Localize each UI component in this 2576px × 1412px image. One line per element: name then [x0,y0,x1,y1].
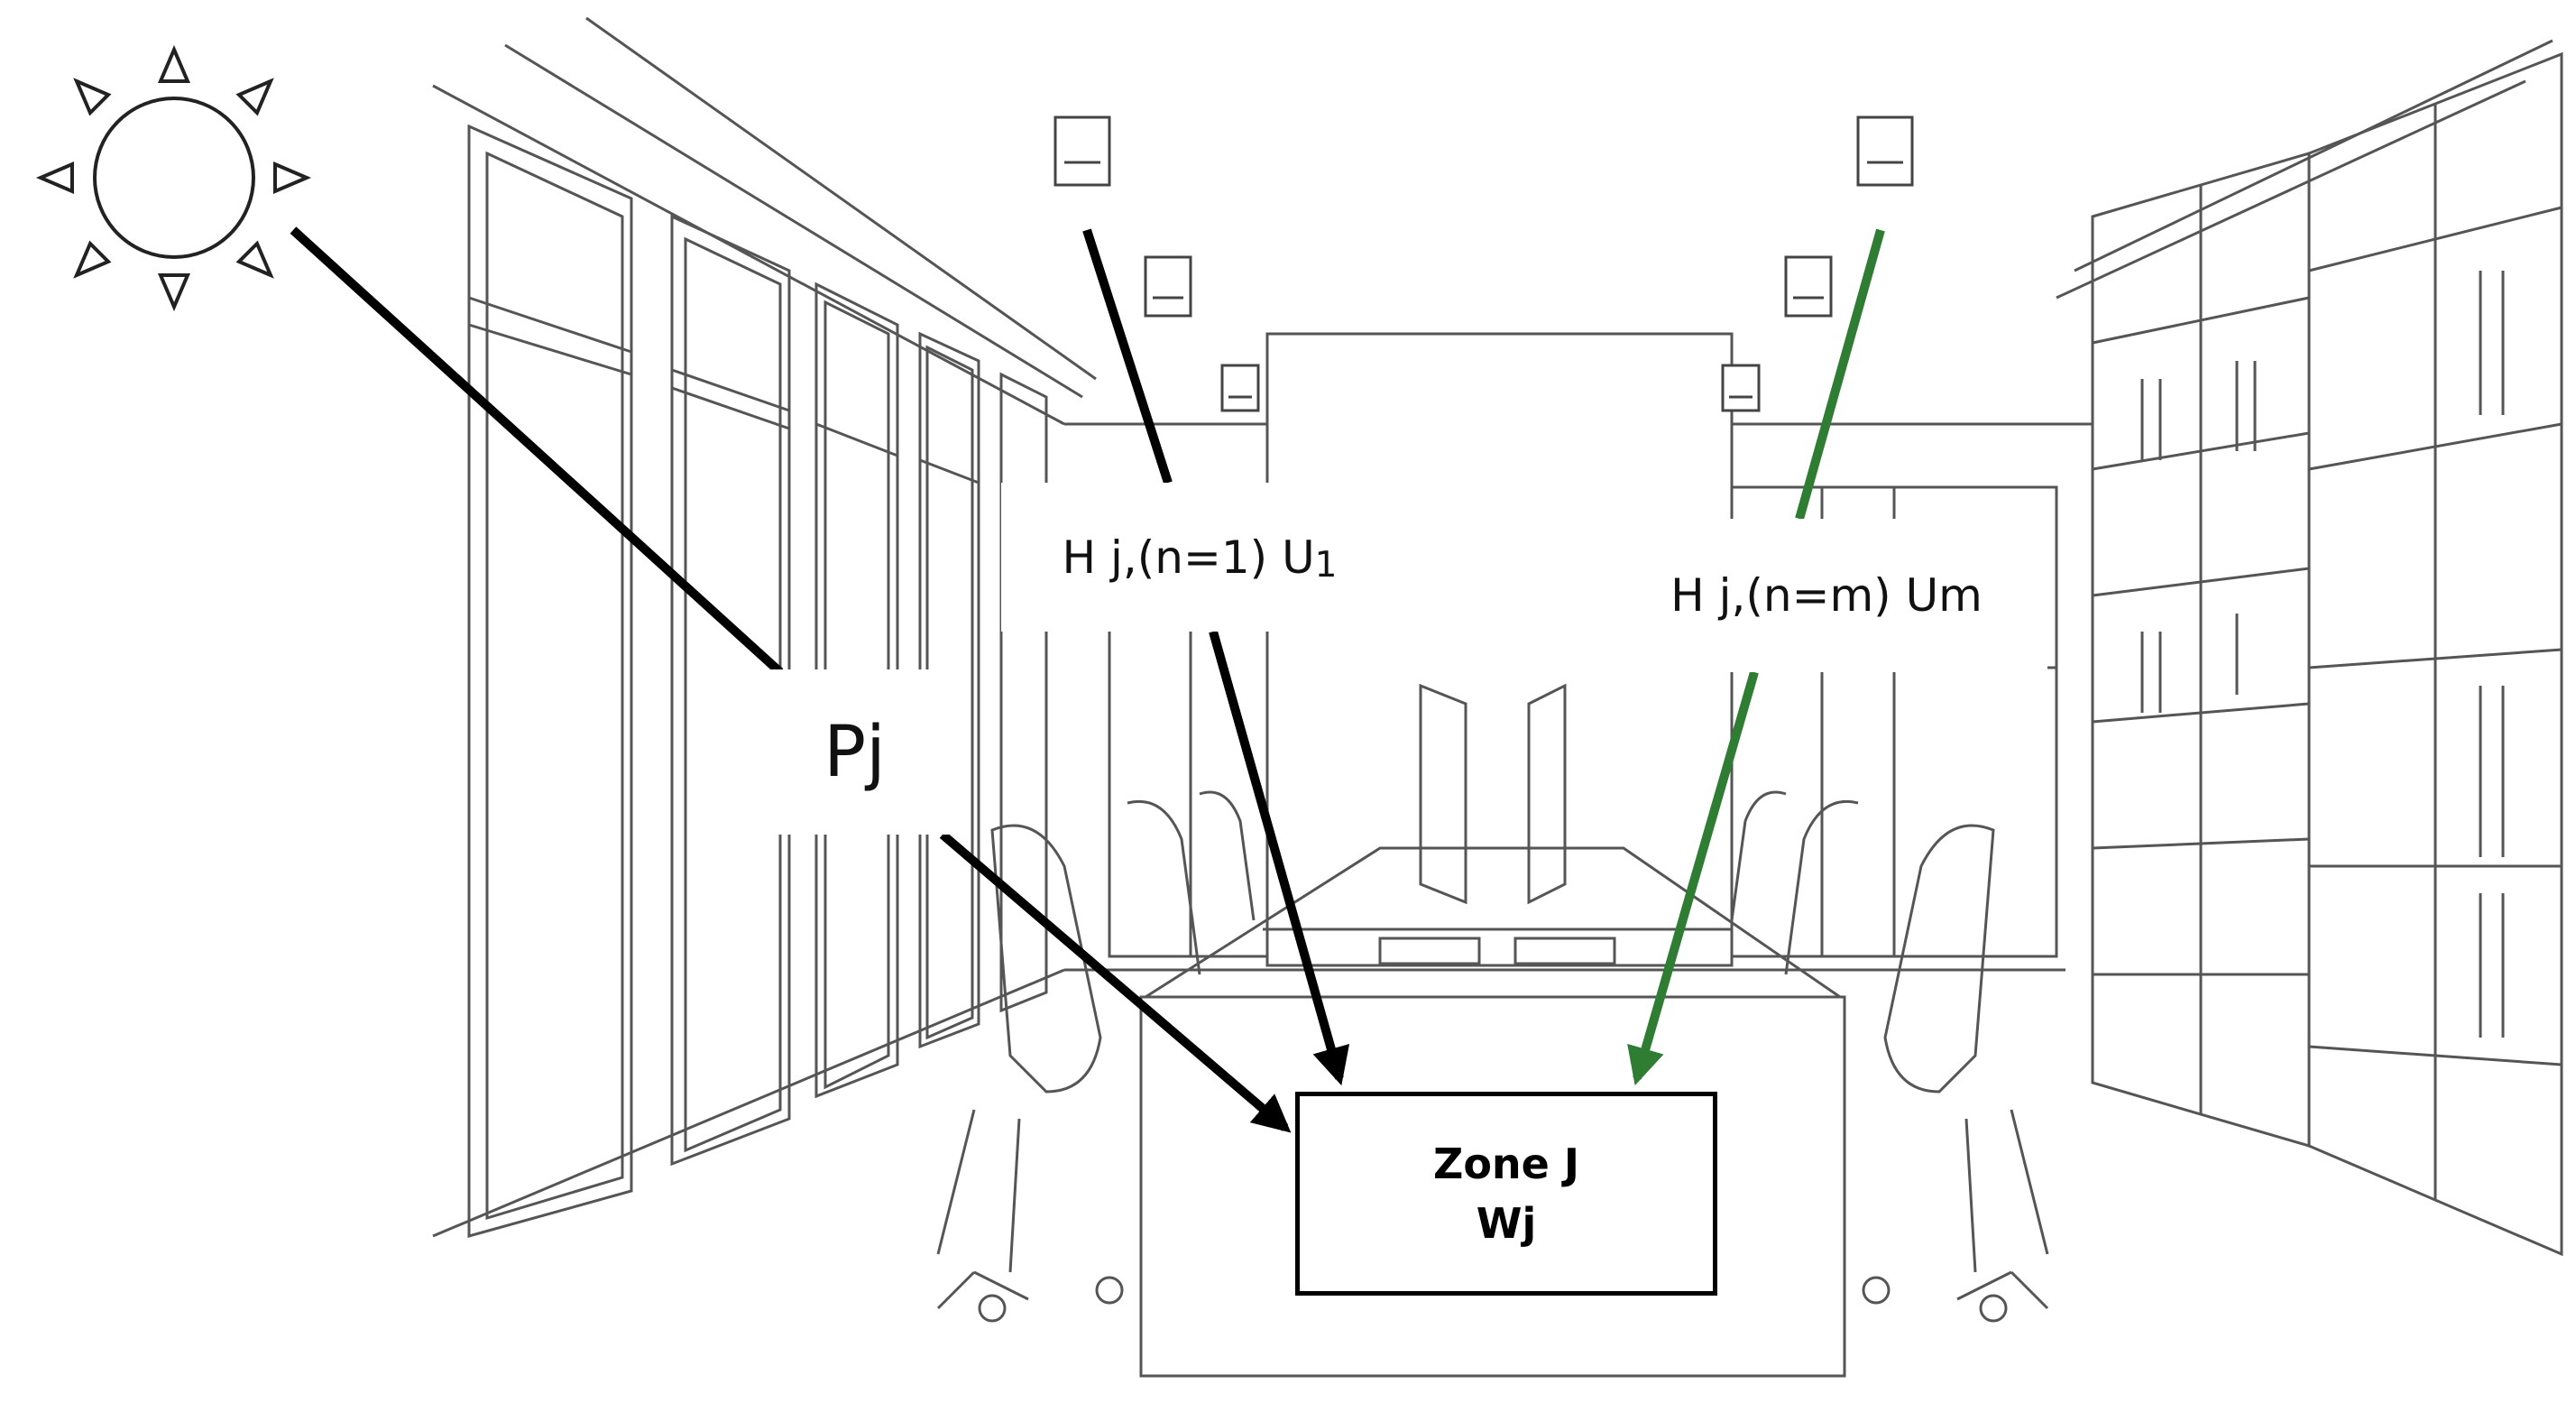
heater-1-label: H j,(n=1) U1 [1001,483,1398,632]
heater-m-label: H j,(n=m) Um [1605,519,2047,672]
sun-icon [35,44,312,312]
zone-box: Zone J Wj [1295,1092,1717,1296]
h-last-text: H j,(n=m) Um [1670,569,1983,622]
conference-table [1139,683,1846,1378]
right-bookshelves [2091,51,2563,1257]
heater-1-arrow [1209,630,1350,1086]
room-outline [432,16,2553,1238]
pj-text: Pj [823,711,886,793]
solar-gain-label: Pj [758,669,952,835]
zone-weight: Wj [1476,1199,1537,1248]
h-first-subscript: 1 [1314,545,1338,586]
zone-title: Zone J [1432,1140,1580,1188]
ceiling-lamp-icon [1053,115,1914,412]
solar-gain-arrow-line [290,226,784,676]
heater-m-arrow [1627,670,1759,1086]
h-first-text: H j,(n=1) U1 [1062,531,1338,586]
solar-gain-arrow [939,831,1292,1133]
heater-1-arrow-line [1082,228,1173,485]
chairs [936,790,2049,1323]
heater-m-arrow-line [1795,228,1885,521]
